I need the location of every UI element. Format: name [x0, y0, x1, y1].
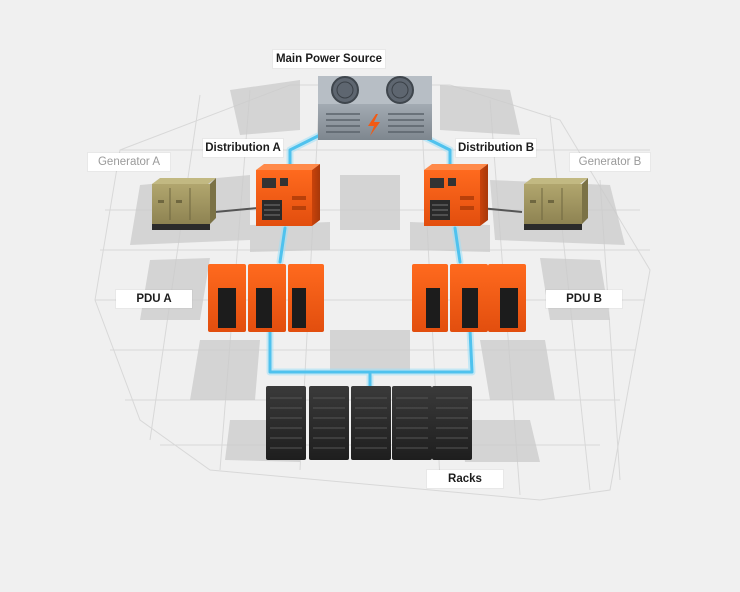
- generator-b: [524, 178, 588, 230]
- distribution-b: [424, 164, 488, 226]
- label-pdu-a: PDU A: [116, 290, 192, 308]
- label-main-power-source: Main Power Source: [273, 50, 385, 68]
- pdu-unit: [488, 264, 526, 332]
- pdu-unit: [248, 264, 286, 332]
- label-distribution-a: Distribution A: [203, 139, 283, 157]
- rack-unit: [432, 386, 472, 460]
- racks: [266, 386, 472, 460]
- label-distribution-b: Distribution B: [456, 139, 536, 157]
- pdu-unit: [412, 264, 448, 332]
- pdu-b: [412, 264, 526, 332]
- power-cables: [266, 131, 476, 390]
- label-racks: Racks: [427, 470, 503, 488]
- rack-unit: [309, 386, 349, 460]
- fan-icon: [331, 76, 359, 104]
- pdu-unit: [450, 264, 488, 332]
- main-power-source: [318, 76, 432, 140]
- rack-unit: [392, 386, 432, 460]
- pdu-unit: [208, 264, 246, 332]
- label-generator-b: Generator B: [570, 153, 650, 171]
- rack-unit: [266, 386, 306, 460]
- pdu-a: [208, 264, 324, 332]
- rack-unit: [351, 386, 391, 460]
- generator-a: [152, 178, 216, 230]
- fan-icon: [386, 76, 414, 104]
- pdu-unit: [288, 264, 324, 332]
- lightning-bolt-icon: [368, 114, 380, 136]
- distribution-a: [256, 164, 320, 226]
- label-generator-a: Generator A: [88, 153, 170, 171]
- label-pdu-b: PDU B: [546, 290, 622, 308]
